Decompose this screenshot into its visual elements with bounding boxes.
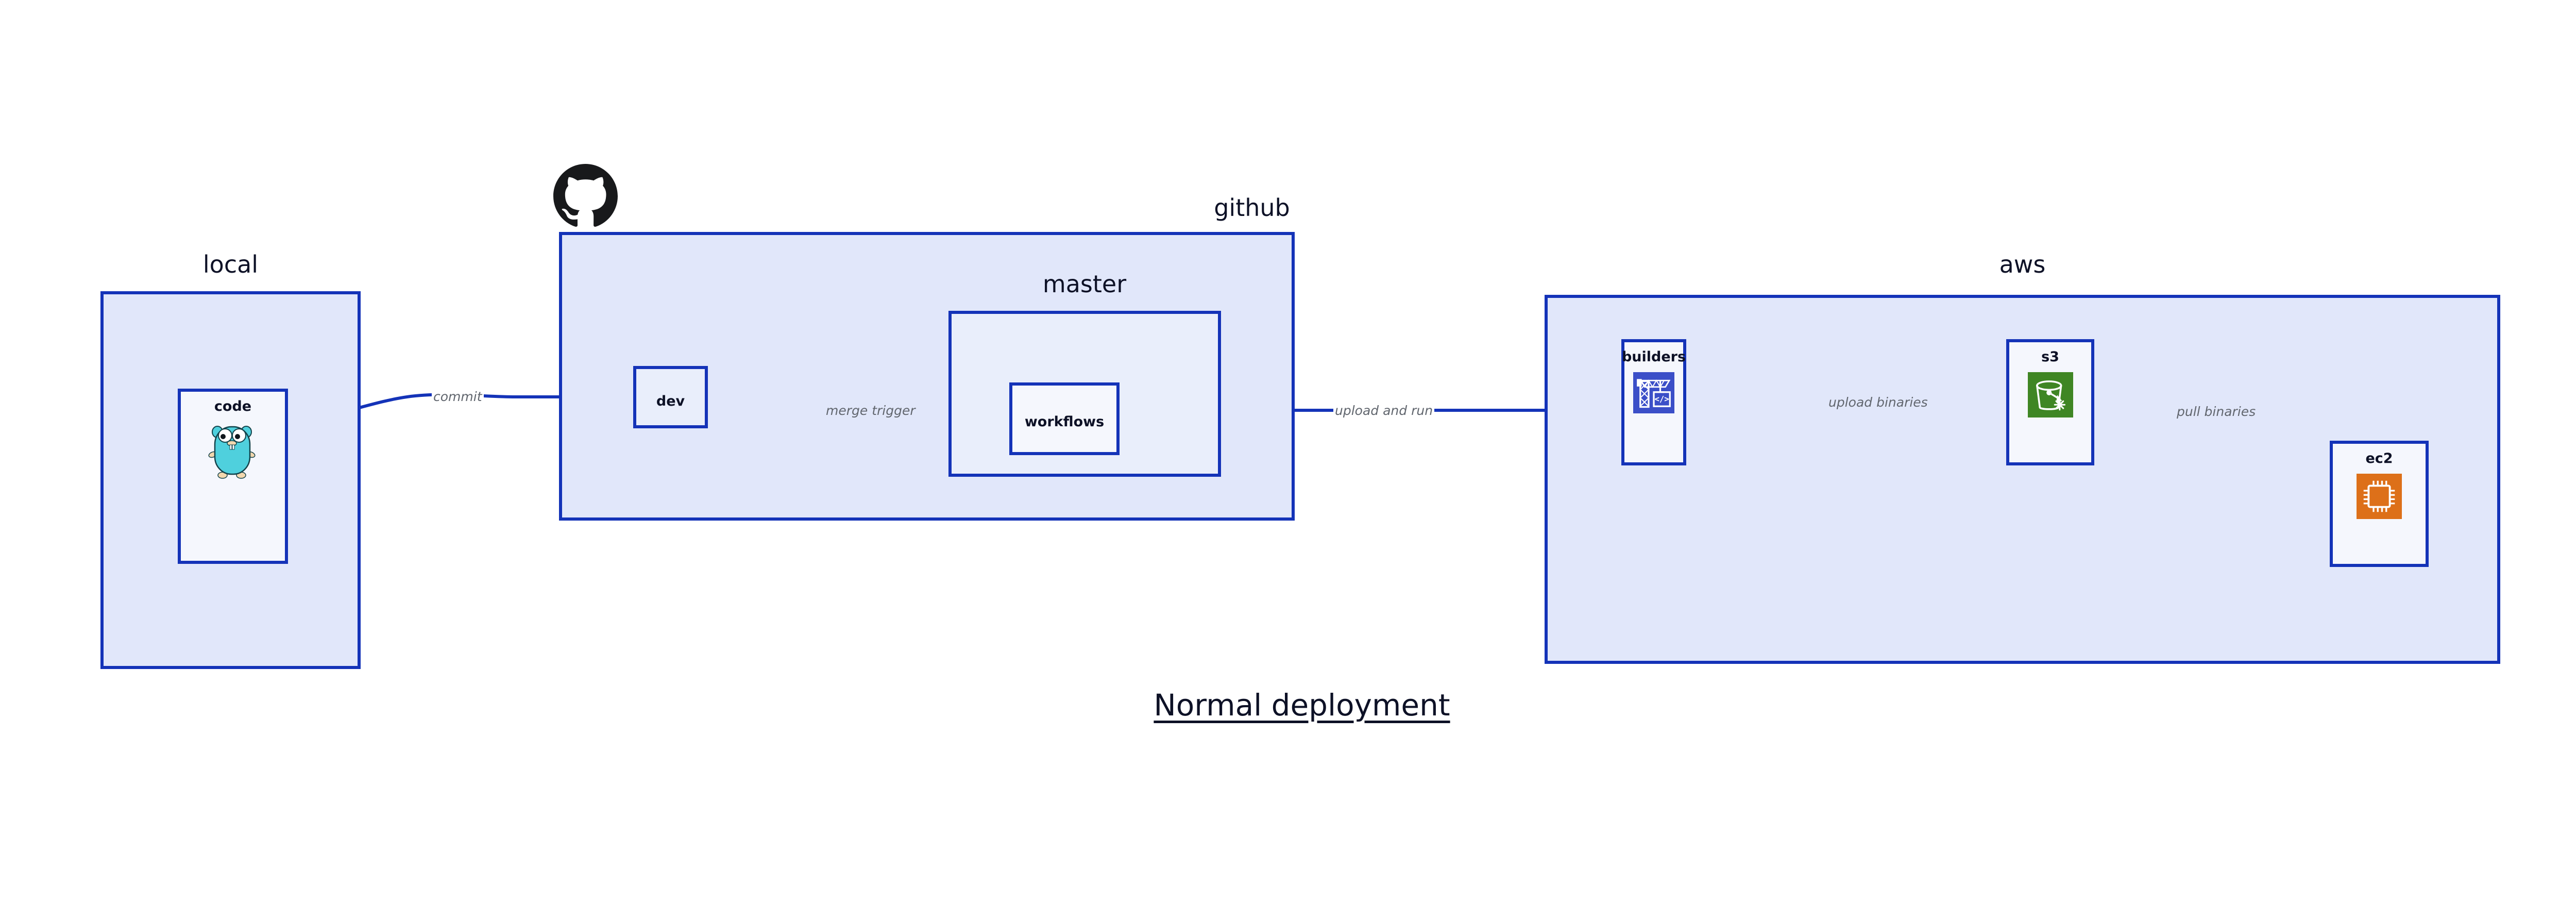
node-s3[interactable]: s3 [2006, 339, 2094, 465]
node-builders[interactable]: builders </> [1621, 339, 1686, 465]
crane-code-icon: </> [1633, 372, 1674, 415]
node-label-dev: dev [656, 393, 685, 409]
edge-label-upload-binaries: upload binaries [1828, 395, 1928, 410]
node-label-code: code [214, 398, 252, 414]
cpu-chip-icon [2357, 473, 2402, 521]
node-workflows[interactable]: workflows [1009, 382, 1120, 455]
cluster-local [100, 291, 361, 669]
node-label-s3: s3 [2041, 349, 2059, 365]
node-label-workflows: workflows [1024, 414, 1105, 430]
edge-label-merge-trigger: merge trigger [826, 403, 916, 418]
cluster-label-local: local [202, 250, 259, 278]
node-dev[interactable]: dev [633, 366, 708, 428]
diagram-title: Normal deployment [1154, 688, 1450, 723]
go-gopher-icon [208, 422, 258, 481]
node-label-builders: builders [1621, 349, 1686, 365]
edge-label-commit: commit [432, 390, 484, 403]
cluster-label-github: github [1214, 194, 1290, 222]
cluster-label-aws: aws [1999, 250, 2046, 278]
node-code[interactable]: code [178, 389, 288, 564]
github-octocat-logo [553, 164, 618, 228]
cluster-label-master: master [1042, 270, 1127, 298]
edge-label-upload-and-run: upload and run [1333, 404, 1435, 417]
node-ec2[interactable]: ec2 [2330, 441, 2429, 567]
s3-bucket-icon [2027, 372, 2073, 420]
node-label-ec2: ec2 [2365, 450, 2393, 466]
edge-label-pull-binaries: pull binaries [2177, 404, 2256, 419]
svg-text:</>: </> [1655, 394, 1669, 404]
